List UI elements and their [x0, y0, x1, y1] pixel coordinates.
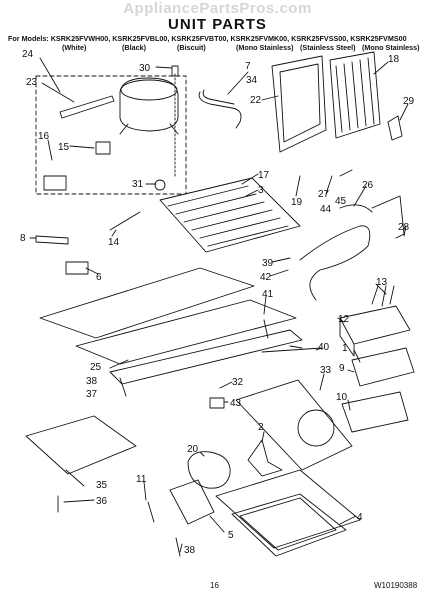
callout-40: 40 — [318, 342, 330, 353]
page-number: 16 — [210, 581, 219, 590]
callout-12: 12 — [338, 314, 350, 325]
callout-38-b: 38 — [184, 545, 196, 556]
callout-17: 17 — [258, 170, 270, 181]
color-label-mono-stainless-2: (Mono Stainless) — [362, 43, 420, 52]
compressor-group-box — [35, 75, 187, 195]
callout-8: 8 — [20, 233, 26, 244]
callout-15: 15 — [58, 142, 70, 153]
callout-23: 23 — [26, 77, 38, 88]
callout-layer: 24 23 16 15 30 31 7 34 22 18 29 17 3 8 1… — [20, 49, 415, 556]
compressor-part — [119, 77, 179, 132]
callout-36: 36 — [96, 496, 108, 507]
callout-4: 4 — [357, 512, 363, 523]
callout-42: 42 — [260, 272, 272, 283]
callout-18: 18 — [388, 54, 400, 65]
callout-29: 29 — [403, 96, 415, 107]
start-device-part — [59, 95, 115, 119]
callout-3: 3 — [258, 185, 264, 196]
color-label-white: (White) — [62, 43, 87, 52]
callout-19: 19 — [291, 197, 303, 208]
color-label-stainless-steel: (Stainless Steel) — [300, 43, 356, 52]
callout-9: 9 — [339, 363, 345, 374]
color-label-biscuit: (Biscuit) — [177, 43, 206, 52]
callout-2: 2 — [258, 422, 264, 433]
callout-1: 1 — [342, 343, 348, 354]
callout-22: 22 — [250, 95, 262, 106]
callout-38-a: 38 — [86, 376, 98, 387]
callout-26: 26 — [362, 180, 374, 191]
callout-20: 20 — [187, 444, 199, 455]
callout-39: 39 — [262, 258, 274, 269]
watermark: AppliancePartsPros.com — [123, 0, 312, 17]
callout-7: 7 — [245, 61, 251, 72]
callout-24: 24 — [22, 49, 34, 60]
callout-30: 30 — [139, 63, 151, 74]
callout-11: 11 — [136, 474, 147, 485]
callout-25: 25 — [90, 362, 102, 373]
callout-28: 28 — [398, 222, 410, 233]
color-label-mono-stainless: (Mono Stainless) — [236, 43, 294, 52]
document-code: W10190388 — [374, 581, 418, 590]
callout-43: 43 — [230, 398, 242, 409]
callout-34: 34 — [246, 75, 258, 86]
callout-5: 5 — [228, 530, 234, 541]
callout-16: 16 — [38, 131, 50, 142]
callout-45: 45 — [335, 196, 347, 207]
callout-33: 33 — [320, 365, 332, 376]
callout-41: 41 — [262, 289, 274, 300]
callout-37: 37 — [86, 389, 98, 400]
color-label-black: (Black) — [122, 43, 146, 52]
callout-27: 27 — [318, 189, 330, 200]
callout-44: 44 — [320, 204, 332, 215]
callout-13: 13 — [376, 277, 388, 288]
callout-10: 10 — [336, 392, 348, 403]
callout-31: 31 — [132, 179, 144, 190]
callout-35: 35 — [96, 480, 108, 491]
callout-14: 14 — [108, 237, 120, 248]
models-line: For Models: KSRK25FVWH00, KSRK25FVBL00, … — [8, 34, 407, 43]
callout-6: 6 — [96, 272, 102, 283]
page-title: UNIT PARTS — [168, 16, 267, 33]
callout-32: 32 — [232, 377, 244, 388]
